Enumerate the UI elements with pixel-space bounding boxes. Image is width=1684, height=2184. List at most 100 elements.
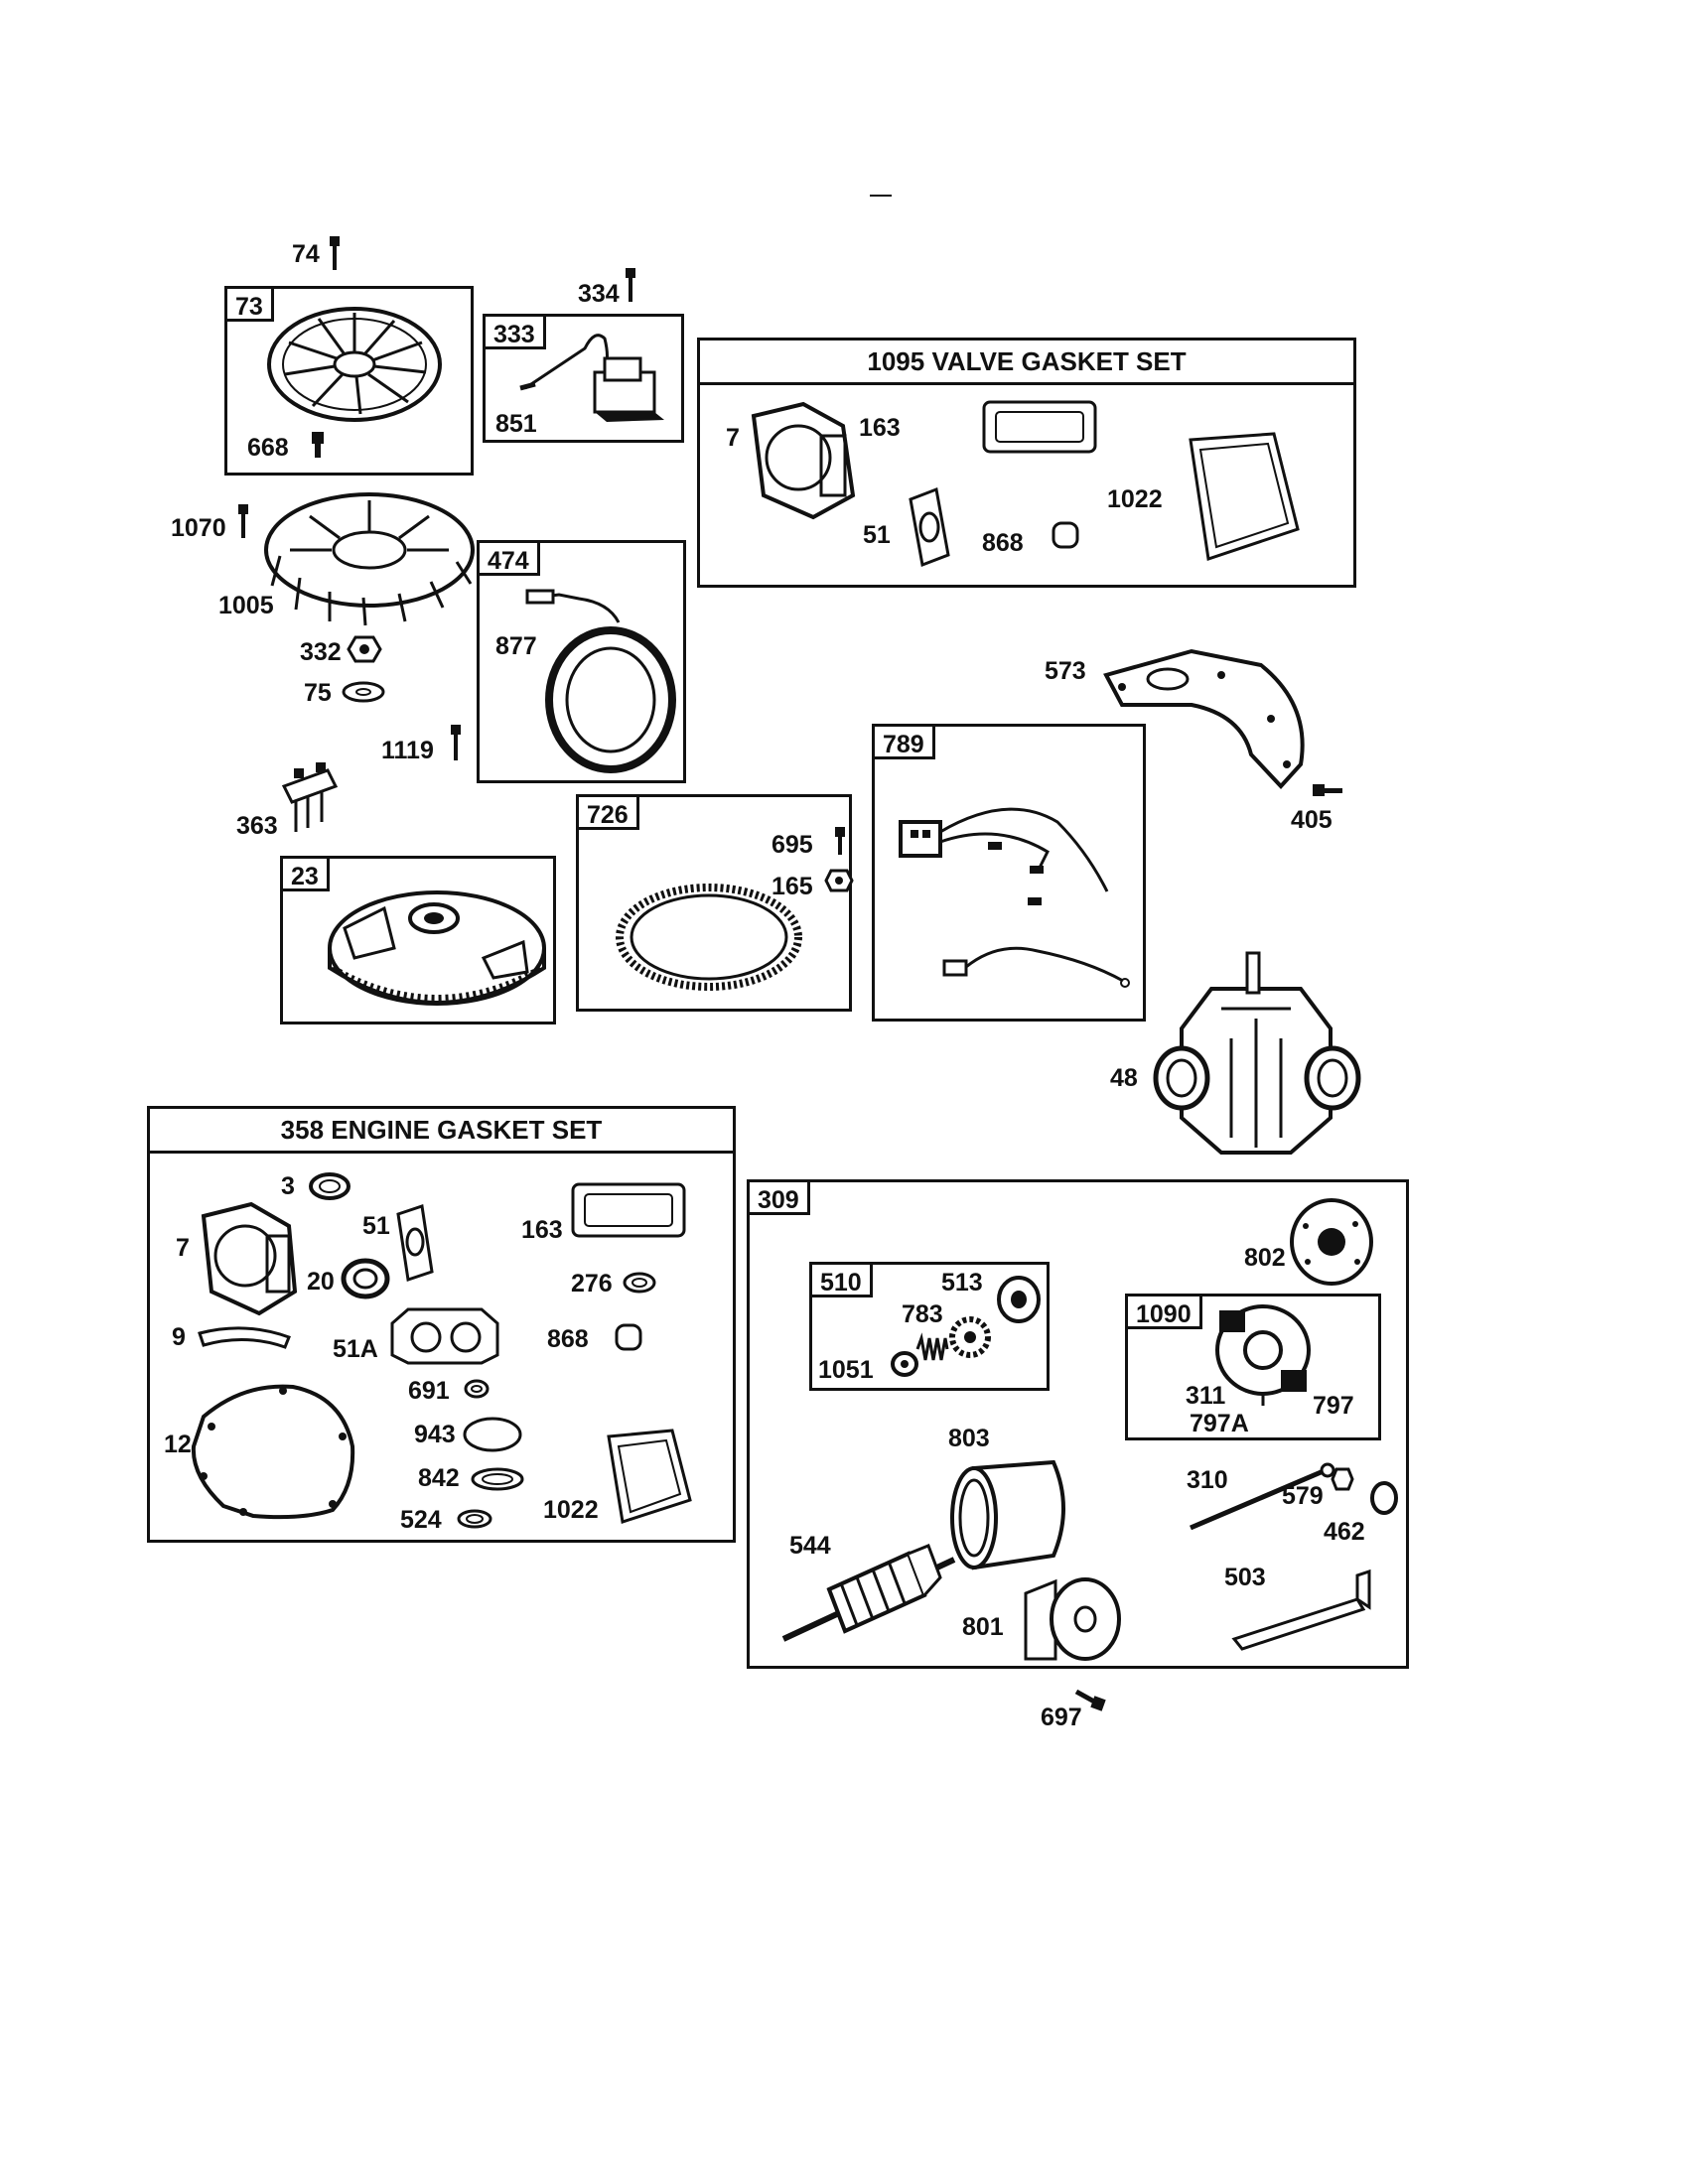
part-box-789[interactable]: 789	[872, 724, 1146, 1022]
label-405: 405	[1291, 806, 1333, 834]
screw-668-icon	[311, 432, 325, 458]
part-box-726[interactable]: 726 695 165	[576, 794, 854, 1012]
blower-housing-573-icon[interactable]	[1102, 635, 1321, 794]
valve-gasket-set-box[interactable]: 1095 VALVE GASKET SET 7 163 1022 51 868	[697, 338, 1356, 588]
end-cap-802-icon	[1286, 1196, 1377, 1288]
label-engine-868: 868	[547, 1325, 589, 1353]
label-engine-9: 9	[172, 1323, 186, 1351]
cylinder-block-48-icon[interactable]	[1152, 949, 1361, 1158]
label-797: 797	[1313, 1392, 1354, 1420]
label-engine-691: 691	[408, 1377, 450, 1405]
label-877: 877	[495, 632, 537, 660]
retainer-1051-icon	[890, 1350, 919, 1378]
label-513: 513	[941, 1269, 983, 1297]
tag-73: 73	[224, 286, 274, 322]
label-1051: 1051	[818, 1356, 874, 1384]
label-engine-943: 943	[414, 1421, 456, 1448]
label-engine-3: 3	[281, 1172, 295, 1200]
top-dash-mark	[870, 195, 892, 197]
seal-276-icon	[623, 1272, 656, 1294]
spring-icon	[915, 1332, 949, 1364]
gasket-1022-icon	[603, 1427, 696, 1526]
nut-165-icon	[824, 869, 854, 892]
nut-579-icon	[1331, 1467, 1354, 1491]
bolt-1119-icon[interactable]	[449, 725, 463, 760]
through-bolt-310-icon	[1187, 1462, 1335, 1534]
label-engine-1022: 1022	[543, 1496, 599, 1524]
tag-474: 474	[477, 540, 540, 576]
engine-gasket-set-title: 358 ENGINE GASKET SET	[150, 1109, 733, 1154]
tag-789: 789	[872, 724, 935, 759]
label-engine-842: 842	[418, 1464, 460, 1492]
head-gasket-icon	[744, 396, 859, 525]
armature-544-icon	[779, 1520, 958, 1659]
bolt-1070-icon[interactable]	[236, 504, 250, 538]
seal-524-icon	[456, 1508, 493, 1530]
label-797a: 797A	[1190, 1410, 1249, 1437]
valve-gasket-set-title: 1095 VALVE GASKET SET	[700, 341, 1353, 385]
seal-3-icon	[309, 1172, 351, 1200]
washer-75-icon[interactable]	[342, 681, 385, 703]
bracket-503-icon	[1230, 1569, 1379, 1651]
tag-1090: 1090	[1125, 1294, 1202, 1329]
label-engine-12: 12	[164, 1431, 192, 1458]
label-1119: 1119	[381, 737, 434, 764]
motor-housing-803-icon	[944, 1458, 1075, 1577]
brush-holder-icon	[1211, 1300, 1315, 1406]
label-332: 332	[300, 638, 342, 666]
label-783: 783	[902, 1300, 943, 1328]
ring-gear-icon	[615, 883, 803, 992]
label-74: 74	[292, 240, 320, 268]
engine-intake-gasket-icon	[394, 1202, 436, 1284]
nut-332-icon[interactable]	[347, 635, 382, 663]
part-box-474[interactable]: 474 877	[477, 540, 686, 783]
label-engine-524: 524	[400, 1506, 442, 1534]
label-544: 544	[789, 1532, 831, 1560]
label-668: 668	[247, 434, 289, 462]
part-box-510[interactable]: 510 513 783 1051	[809, 1262, 1050, 1391]
part-box-23[interactable]: 23	[280, 856, 556, 1024]
bolt-74-icon[interactable]	[328, 236, 342, 272]
bolt-334-icon[interactable]	[624, 268, 637, 302]
o-ring-943-icon	[462, 1415, 523, 1454]
label-579: 579	[1282, 1482, 1324, 1510]
alternator-stator-icon	[519, 583, 678, 773]
flywheel-icon	[325, 869, 549, 1018]
label-310: 310	[1187, 1466, 1228, 1494]
ignition-coil-icon	[515, 329, 674, 428]
rewind-screen-icon	[265, 303, 444, 426]
rectifier-363-icon[interactable]	[278, 760, 340, 832]
label-75: 75	[304, 679, 332, 707]
part-box-1090[interactable]: 1090 311 797 797A	[1125, 1294, 1381, 1440]
gear-783-icon	[947, 1312, 993, 1362]
valve-seal-868-icon	[1048, 515, 1083, 551]
gasket-842-icon	[470, 1466, 525, 1492]
seal-868-icon	[611, 1319, 646, 1353]
engine-gasket-set-box[interactable]: 358 ENGINE GASKET SET 3 7 51 163 20 276	[147, 1106, 736, 1543]
tag-23: 23	[280, 856, 330, 891]
label-803: 803	[948, 1425, 990, 1452]
valve-cover-gasket-icon	[982, 400, 1097, 454]
part-box-73[interactable]: 73 668	[224, 286, 474, 476]
part-box-333[interactable]: 333 851	[483, 314, 684, 443]
label-48: 48	[1110, 1064, 1138, 1092]
label-engine-276: 276	[571, 1270, 613, 1297]
screw-697-icon[interactable]	[1074, 1688, 1106, 1715]
tag-510: 510	[809, 1262, 873, 1297]
rocker-cover-gasket-icon	[1185, 430, 1304, 565]
engine-head-gasket-icon	[196, 1198, 301, 1319]
screw-405-icon[interactable]	[1313, 780, 1342, 800]
label-851: 851	[495, 410, 537, 438]
label-engine-51a: 51A	[333, 1335, 378, 1363]
oil-seal-20-icon	[341, 1258, 390, 1299]
label-695: 695	[772, 831, 813, 859]
label-462: 462	[1324, 1518, 1365, 1546]
part-box-309[interactable]: 309 802 510 513 783 1051 1090	[747, 1179, 1409, 1669]
gasket-9-icon	[196, 1323, 293, 1353]
label-573: 573	[1045, 657, 1086, 685]
fan-1005-icon[interactable]	[260, 486, 479, 626]
pinion-513-icon	[995, 1273, 1043, 1326]
gasket-51a-icon	[388, 1303, 501, 1367]
washer-462-icon	[1369, 1480, 1399, 1516]
